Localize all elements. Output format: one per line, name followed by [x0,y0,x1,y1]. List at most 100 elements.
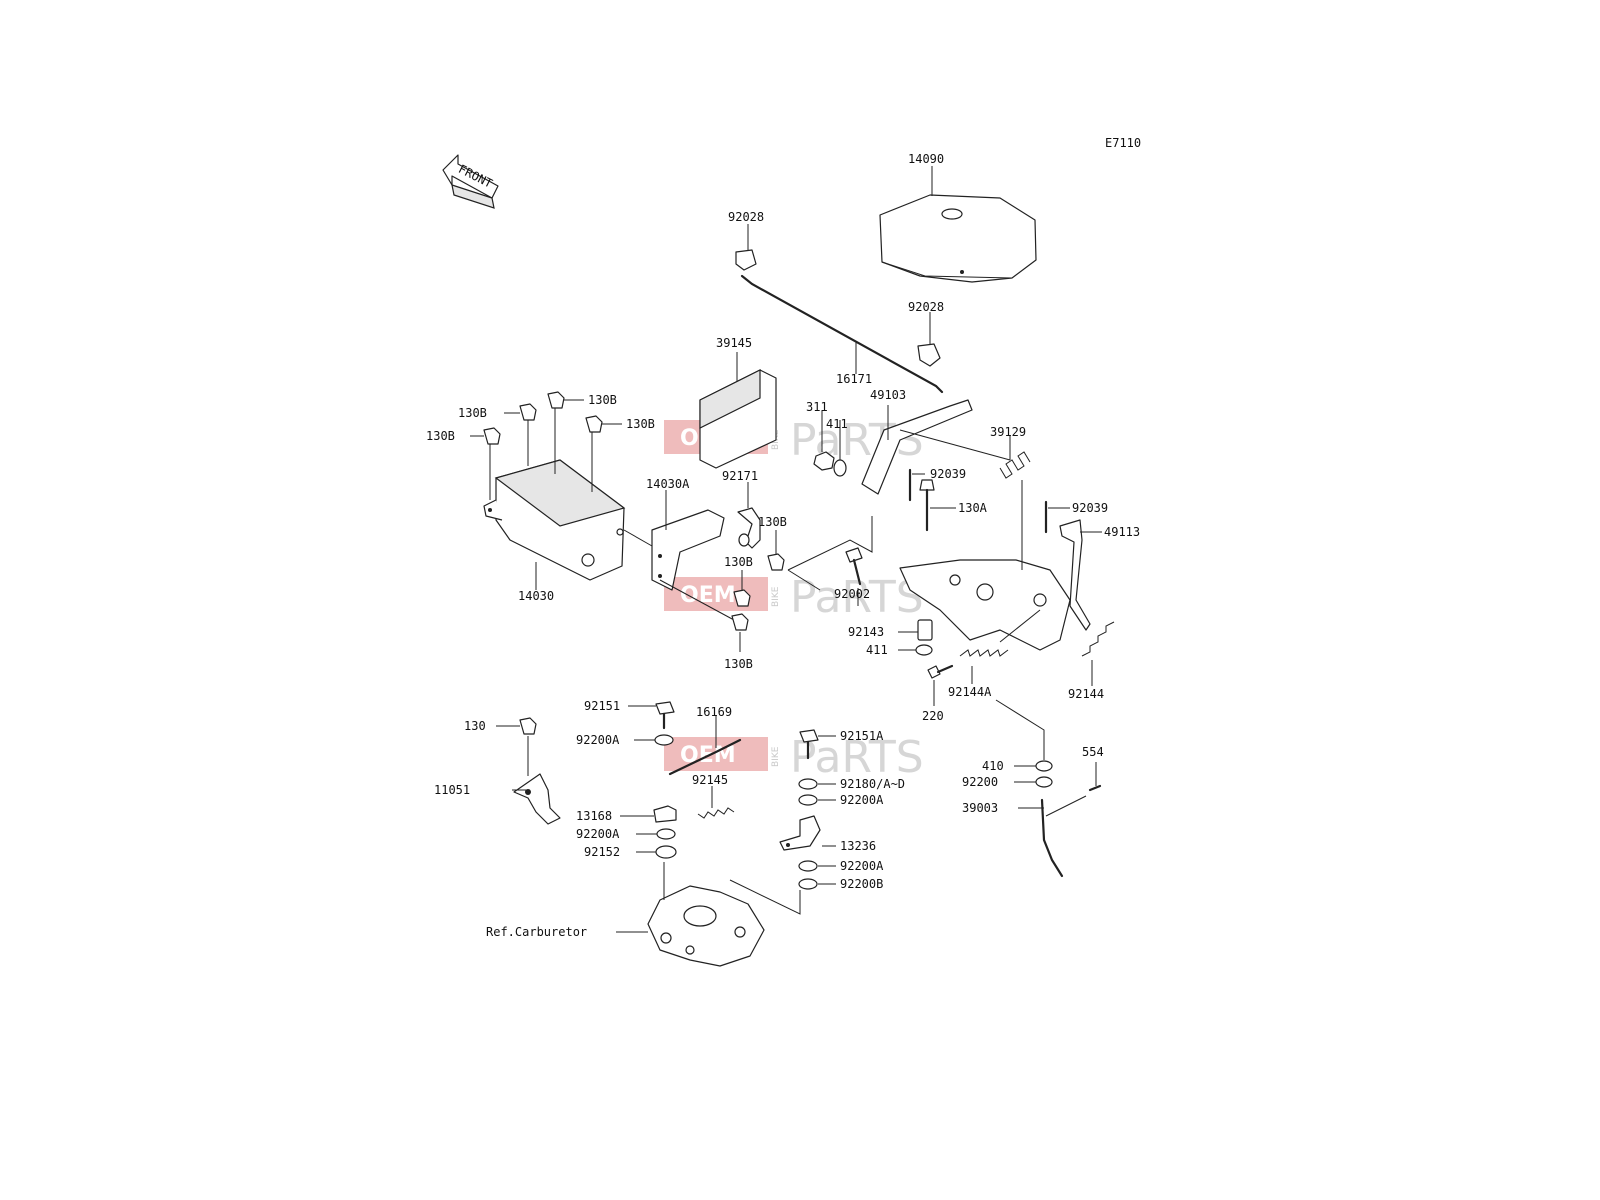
part-14030-box [483,400,626,590]
part-label-92151[interactable]: 92151 [584,699,620,713]
part-92144-spring [1081,621,1115,686]
part-label-130B[interactable]: 130B [758,515,787,529]
part-carburetor-reference [616,862,801,967]
part-label-92200A[interactable]: 92200A [840,793,884,807]
part-label-14030A[interactable]: 14030A [646,477,690,491]
part-11051-bracket [512,736,561,825]
part-13236-lever [779,815,836,851]
part-92171-clamp [737,482,761,549]
part-label-130B[interactable]: 130B [626,417,655,431]
part-130-bolt [496,717,537,735]
part-92151A-bolt [799,729,836,760]
part-92152-collar [636,845,677,859]
part-92145-spring [697,786,735,819]
watermark-parts: PaRTS [790,572,924,623]
part-14030A-bracket [623,490,735,621]
part-label-92028[interactable]: 92028 [908,300,944,314]
part-label-92002[interactable]: 92002 [834,587,870,601]
part-label-92200[interactable]: 92200 [962,775,998,789]
part-label-92039[interactable]: 92039 [1072,501,1108,515]
part-92180-washer [798,778,836,790]
part-130B-bolt [547,391,584,409]
part-411-washer [898,644,933,656]
part-label-410[interactable]: 410 [982,759,1004,773]
part-label-130A[interactable]: 130A [958,501,988,515]
part-554-pin [1088,762,1102,792]
part-label-39003[interactable]: 39003 [962,801,998,815]
part-130B-bolt [767,530,785,571]
part-label-49113[interactable]: 49113 [1104,525,1140,539]
part-92200A-washer [798,860,836,872]
part-label-220[interactable]: 220 [922,709,944,723]
part-label-16169[interactable]: 16169 [696,705,732,719]
part-130B-bolt [504,403,537,421]
part-throttle-bracket [899,480,1071,651]
part-label-14030[interactable]: 14030 [518,589,554,603]
part-label-92200B[interactable]: 92200B [840,877,883,891]
part-labels: 14090 92028 92028 39145 16171 49103 311 … [426,152,1140,939]
part-92200B-washer [798,878,836,890]
part-label-92144A[interactable]: 92144A [948,685,992,699]
part-label-92145[interactable]: 92145 [692,773,728,787]
part-label-39145[interactable]: 39145 [716,336,752,350]
part-label-130B[interactable]: 130B [458,406,487,420]
part-13168-lever [620,805,677,823]
part-label-130B[interactable]: 130B [724,657,753,671]
watermark-bike: BIKE [771,746,781,767]
part-label-130B[interactable]: 130B [724,555,753,569]
part-130B-bolt [470,427,501,445]
part-label-411[interactable]: 411 [866,643,888,657]
part-92144A-spring [959,609,1041,684]
part-92200A-washer [798,794,836,806]
part-label-130B[interactable]: 130B [426,429,455,443]
part-label-13236[interactable]: 13236 [840,839,876,853]
part-label-92143[interactable]: 92143 [848,625,884,639]
part-92200A-washer [634,734,674,746]
part-label-92171[interactable]: 92171 [722,469,758,483]
part-92002-bolt [787,516,873,606]
part-label-92028[interactable]: 92028 [728,210,764,224]
part-92028-clip-top [735,224,757,271]
part-label-92144[interactable]: 92144 [1068,687,1104,701]
part-label-39129[interactable]: 39129 [990,425,1026,439]
part-16169-rod [668,716,742,776]
part-16171-rod [740,274,944,394]
part-410-washer [995,699,1053,772]
part-92039-pin-left [908,468,925,502]
part-39003-rod [1018,795,1087,878]
part-label-92200A[interactable]: 92200A [840,859,884,873]
part-39145-cover [699,352,777,469]
part-label-411[interactable]: 411 [826,417,848,431]
part-311-nut [813,410,835,471]
part-label-554[interactable]: 554 [1082,745,1104,759]
part-label-92200A[interactable]: 92200A [576,733,620,747]
front-arrow-icon: FRONT [442,154,499,209]
part-label-92039[interactable]: 92039 [930,467,966,481]
watermark-bike: BIKE [771,586,781,607]
part-label-311[interactable]: 311 [806,400,828,414]
part-label-92152[interactable]: 92152 [584,845,620,859]
part-92151-bolt [628,701,675,730]
part-label-49103[interactable]: 49103 [870,388,906,402]
part-220-screw [927,664,954,706]
part-label-130B[interactable]: 130B [588,393,617,407]
part-92200-washer [1014,776,1053,788]
part-92039-pin-right [1044,500,1070,534]
part-label-92180[interactable]: 92180/A~D [840,777,905,791]
part-label-92200A[interactable]: 92200A [576,827,620,841]
part-411-washer [833,420,847,477]
part-14090-cover [879,166,1037,283]
reference-label-carburetor: Ref.Carburetor [486,925,587,939]
part-label-92151A[interactable]: 92151A [840,729,884,743]
part-label-14090[interactable]: 14090 [908,152,944,166]
part-label-13168[interactable]: 13168 [576,809,612,823]
part-130B-bolt [585,415,622,433]
part-130A-bolt [919,479,956,532]
part-label-11051[interactable]: 11051 [434,783,470,797]
part-label-16171[interactable]: 16171 [836,372,872,386]
part-130B-bolt [731,613,749,652]
part-92143-sleeve [898,619,933,641]
part-label-130[interactable]: 130 [464,719,486,733]
part-92200A-washer [636,828,676,840]
